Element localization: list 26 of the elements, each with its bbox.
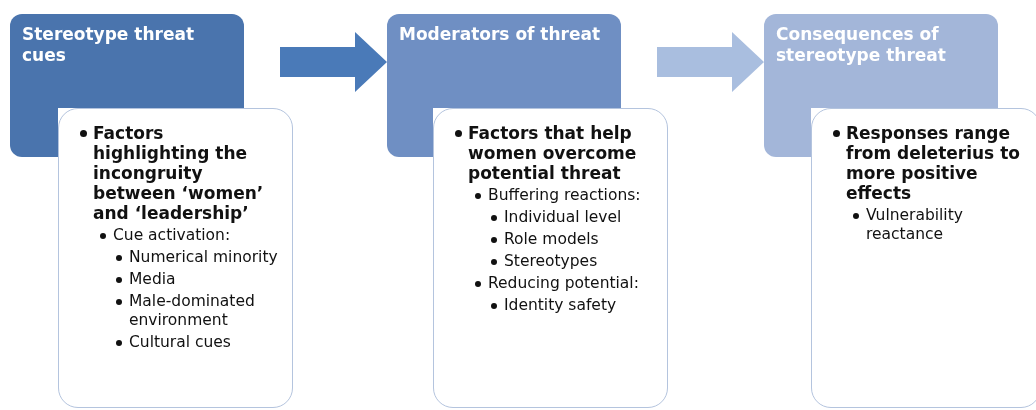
bullet-item: Individual level [504, 208, 623, 227]
bullet-heading: Responses range from deleterius to more positive effects [846, 123, 1021, 203]
bullet-item: Vulnerability reactance [866, 206, 964, 244]
stage-title: Stereotype threat cues [22, 24, 196, 66]
stage-box [387, 14, 621, 108]
bullet-heading: Factors that help women overcome potential threat [468, 123, 638, 183]
bullet-item: Stereotypes [504, 252, 599, 271]
bullet-item: Cue activation: [113, 226, 232, 245]
arrow [280, 32, 387, 92]
detail-card [811, 108, 1036, 408]
stage-title: Moderators of threat [399, 24, 602, 45]
detail-card [433, 108, 668, 408]
bullet-item: Numerical minority [129, 248, 279, 267]
bullet-item: Male-dominated environment [129, 292, 256, 330]
bullet-item: Reducing potential: [488, 274, 640, 293]
bullet-item: Identity safety [504, 296, 618, 315]
stage-title: Consequences of stereotype threat [776, 24, 947, 66]
stage-box [10, 14, 244, 108]
bullet-item: Role models [504, 230, 600, 249]
bullet-item: Buffering reactions: [488, 186, 642, 205]
detail-card [58, 108, 293, 408]
stage-box [764, 14, 998, 108]
arrow [657, 32, 764, 92]
bullet-item: Cultural cues [129, 333, 232, 352]
bullet-heading: Factors highlighting the incongruity between ‘women’ and ‘leadership’ [93, 123, 265, 223]
bullet-item: Media [129, 270, 177, 289]
